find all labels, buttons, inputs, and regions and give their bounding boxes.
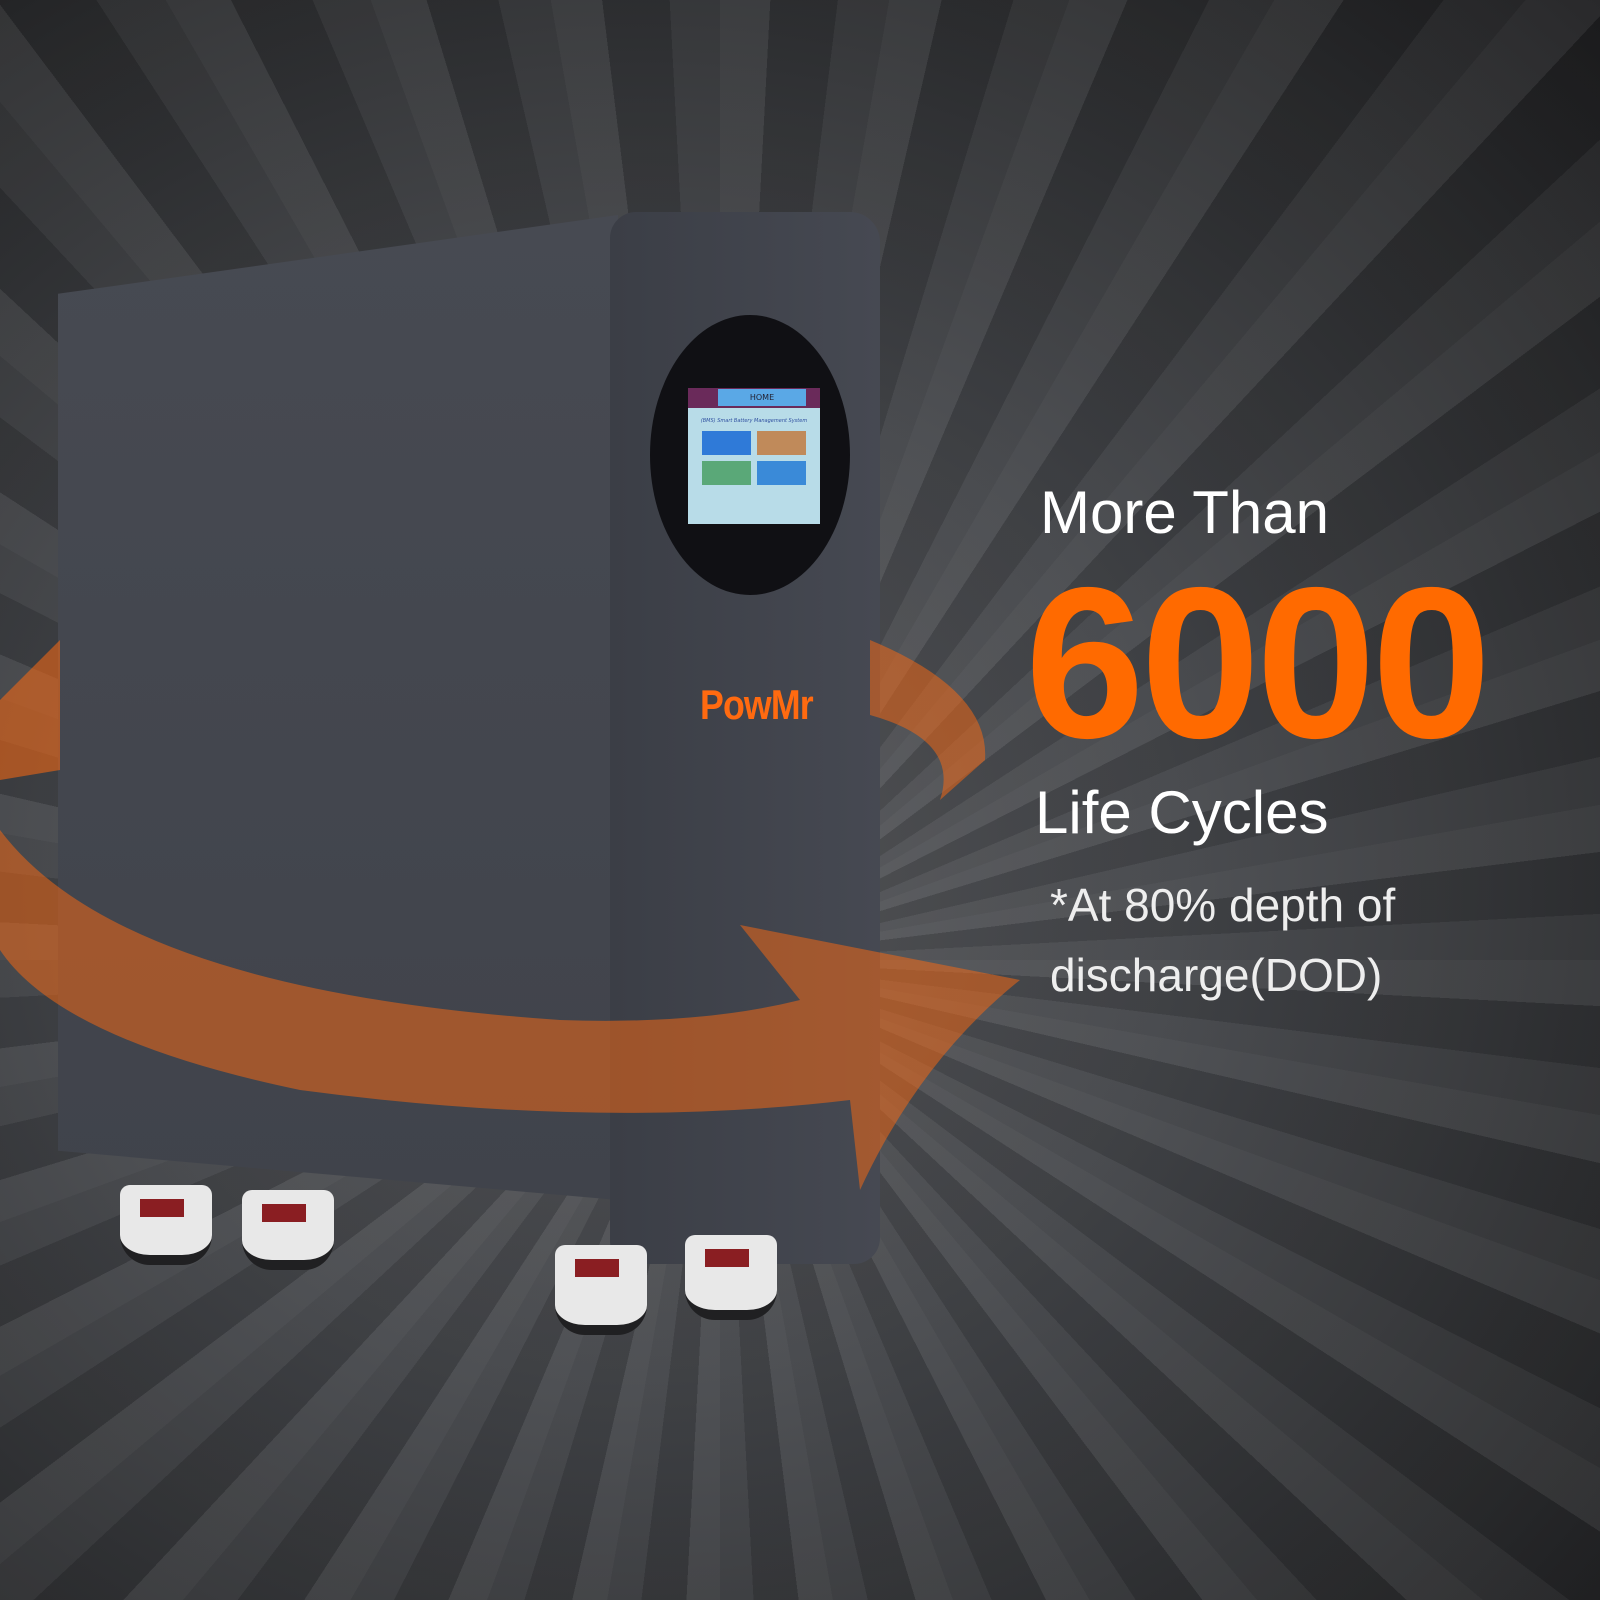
bms-touchscreen: HOME (BMS) Smart Battery Management Syst… — [688, 388, 820, 524]
brand-logo: PowMr — [700, 681, 814, 728]
screen-title: (BMS) Smart Battery Management System — [700, 418, 808, 424]
screen-button — [757, 461, 806, 485]
screen-button — [757, 431, 806, 455]
screen-home-tab: HOME — [718, 389, 806, 406]
headline-suffix: Life Cycles — [1035, 779, 1329, 846]
caster-wheel — [555, 1245, 647, 1335]
headline-prefix: More Than — [1040, 479, 1330, 546]
caster-wheel — [242, 1190, 334, 1270]
caster-wheel — [120, 1185, 212, 1265]
screen-button — [702, 461, 751, 485]
headline-number: 6000 — [1025, 542, 1491, 783]
caster-wheel — [685, 1235, 777, 1320]
footnote: *At 80% depth of discharge(DOD) — [1050, 879, 1396, 1001]
screen-button — [702, 431, 751, 455]
